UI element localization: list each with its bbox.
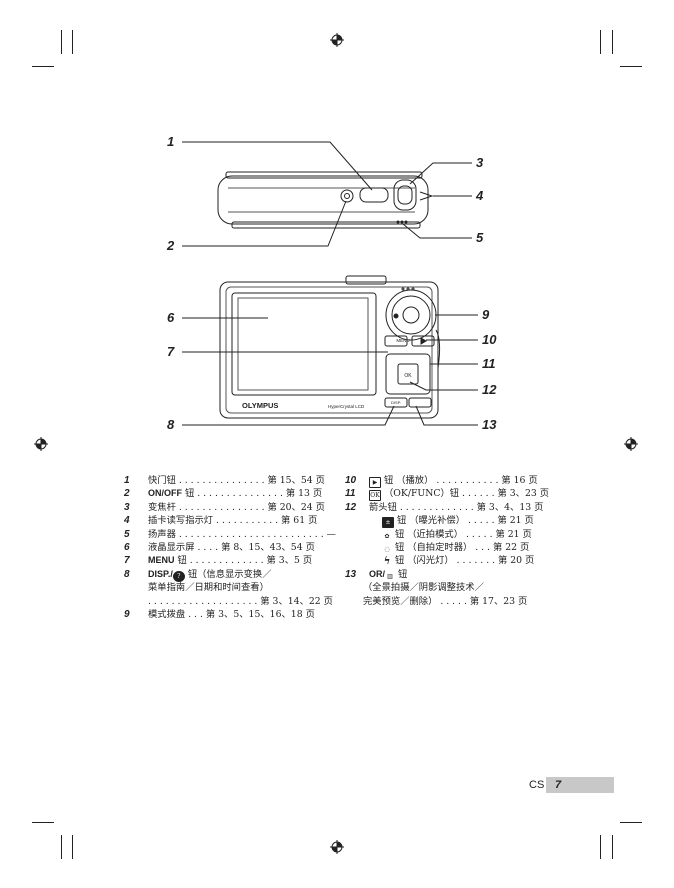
callout-12: 12 [482, 382, 497, 397]
callout-2: 2 [166, 238, 175, 253]
camera-back-view [219, 275, 441, 419]
crop-mark [61, 30, 62, 54]
menu-button-label: MENU [396, 338, 409, 343]
callout-6: 6 [167, 310, 175, 325]
self-timer-icon: ◌ [384, 545, 390, 553]
list-item: . . . . . . . . . . . . . . . . . . . 第 … [148, 595, 333, 607]
callout-3: 3 [476, 155, 484, 170]
list-item: 菜单指南／日期和时间查看） [148, 582, 269, 594]
list-item: 完美预览／删除） . . . . . 第 17、23 页 [363, 595, 528, 607]
crop-mark [612, 30, 613, 54]
disp-button-label: DISP. [391, 400, 401, 405]
brand-logo: OLYMPUS [242, 401, 278, 410]
list-item: 10▶ 钮 （播放） . . . . . . . . . . . 第 16 页 [345, 475, 538, 488]
callout-4: 4 [475, 188, 484, 203]
callout-10: 10 [482, 332, 497, 347]
leader-lines [182, 141, 478, 426]
playback-icon: ▶ [369, 477, 381, 488]
exposure-compensation-icon: ± [382, 517, 394, 529]
list-item: ϟ 钮 （闪光灯） . . . . . . . 第 20 页 [383, 555, 535, 568]
crop-mark [32, 822, 54, 823]
crop-mark [620, 66, 642, 67]
registration-mark-icon [34, 437, 48, 451]
crop-mark [612, 835, 613, 859]
macro-icon: ✿ [384, 532, 390, 540]
callout-1: 1 [167, 134, 174, 149]
crop-mark [72, 30, 73, 54]
trash-icon: ▥ [387, 572, 393, 580]
crop-mark [72, 835, 73, 859]
callout-5: 5 [476, 230, 484, 245]
crop-mark [620, 822, 642, 823]
callout-9: 9 [482, 307, 490, 322]
callout-8: 8 [167, 417, 175, 432]
help-icon: ? [172, 570, 185, 582]
callout-11: 11 [482, 356, 496, 371]
language-code: CS [529, 779, 545, 791]
callout-13: 13 [482, 417, 497, 432]
ok-button-label: OK [404, 373, 412, 379]
camera-top-view [217, 171, 434, 229]
registration-mark-icon [624, 437, 638, 451]
page-number-bar [546, 777, 614, 793]
parts-list-right: 10▶ 钮 （播放） . . . . . . . . . . . 第 16 页 … [345, 474, 550, 608]
crop-mark [600, 835, 601, 859]
list-item: ✿ 钮 （近拍模式） . . . . . 第 21 页 [345, 528, 545, 541]
crop-mark [600, 30, 601, 54]
lcd-label: HyperCrystal LCD [328, 404, 365, 409]
registration-mark-icon [330, 33, 344, 47]
crop-mark [61, 835, 62, 859]
list-item: ± 钮 （曝光补偿） . . . . . 第 21 页 [345, 514, 545, 529]
list-item: ◌ 钮 （自拍定时器） . . . 第 22 页 [345, 541, 545, 554]
list-item: （全景拍摄／阴影调整技术／ [363, 582, 484, 594]
page-number: 7 [555, 779, 562, 791]
crop-mark [32, 66, 54, 67]
flash-icon: ϟ [383, 556, 391, 568]
callout-7: 7 [167, 344, 175, 359]
ok-func-icon: OK [369, 490, 381, 502]
registration-mark-icon [330, 840, 344, 854]
